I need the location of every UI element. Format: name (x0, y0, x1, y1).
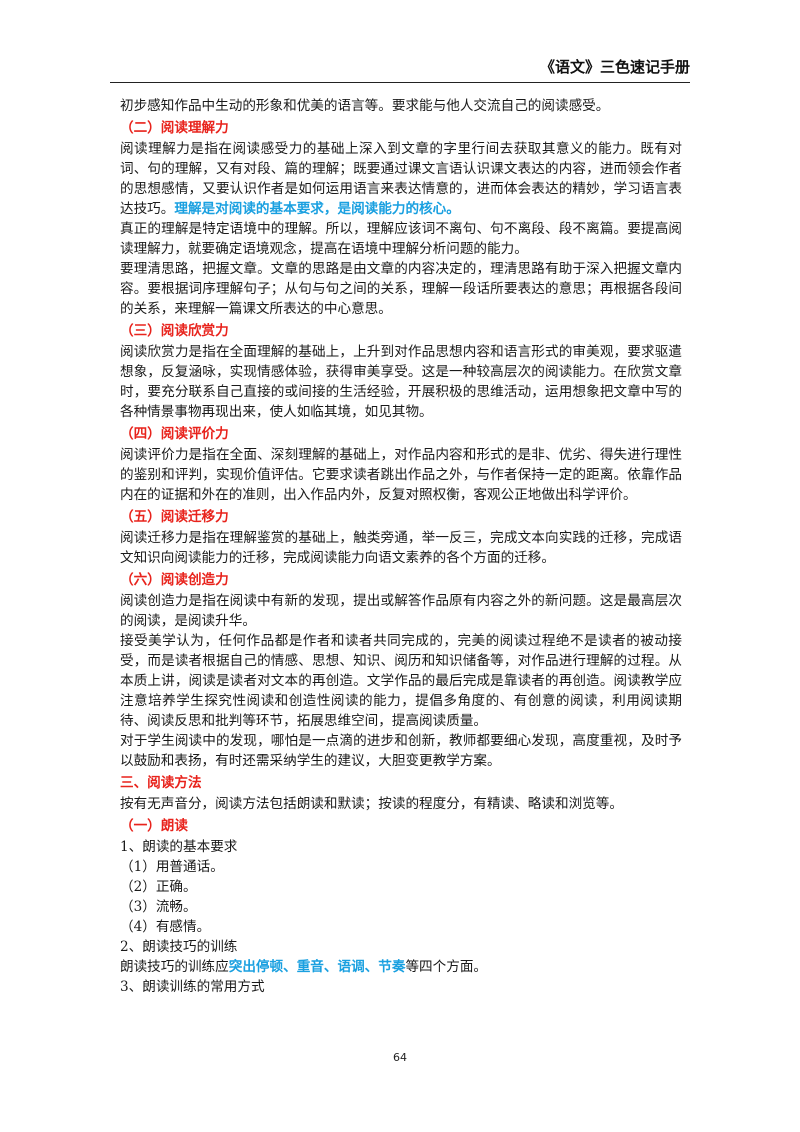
evaluation-paragraph: 阅读评价力是指在全面、深刻理解的基础上，对作品内容和形式的是非、优劣、得失进行理… (120, 447, 682, 503)
page-content: 初步感知作品中生动的形象和优美的语言等。要求能与他人交流自己的阅读感受。 （二）… (120, 96, 682, 997)
reading-methods-paragraph: 按有无声音分，阅读方法包括朗读和默读；按读的程度分，有精读、略读和浏览等。 (120, 796, 623, 812)
comprehension-paragraph-1: 阅读理解力是指在阅读感受力的基础上深入到文章的字里行间去获取其意义的能力。既有对… (120, 139, 682, 219)
section-heading-creativity: （六）阅读创造力 (120, 572, 229, 588)
section-heading-appreciation: （三）阅读欣赏力 (120, 323, 229, 339)
skills-highlight: 突出停顿、重音、语调、节奏 (228, 959, 406, 975)
skills-suffix: 等四个方面。 (405, 959, 488, 975)
page-number: 64 (393, 1051, 407, 1064)
creativity-paragraph-2: 接受美学认为，任何作品都是作者和读者共同完成的，完美的阅读过程绝不是读者的被动接… (120, 633, 682, 729)
appreciation-paragraph: 阅读欣赏力是指在全面理解的基础上，上升到对作品思想内容和语言形式的审美观，要求驱… (120, 344, 682, 420)
creativity-paragraph-3: 对于学生阅读中的发现，哪怕是一点滴的进步和创新，教师都要细心发现，高度重视，及时… (120, 733, 682, 769)
part-heading-reading-methods: 三、阅读方法 (120, 775, 202, 791)
requirement-item: （2）正确。 (120, 879, 197, 895)
comprehension-highlight: 理解是对阅读的基本要求，是阅读能力的核心。 (174, 201, 460, 217)
comprehension-paragraph-2: 真正的理解是特定语境中的理解。所以，理解应该词不离句、句不离段、段不离篇。要提高… (120, 221, 682, 257)
intro-paragraph: 初步感知作品中生动的形象和优美的语言等。要求能与他人交流自己的阅读感受。 (120, 98, 610, 114)
comprehension-text: 阅读理解力是指在阅读感受力的基础上深入到文章的字里行间去获取其意义的能力。既有对… (120, 141, 682, 217)
section-heading-transfer: （五）阅读迁移力 (120, 509, 229, 525)
requirement-item: （4）有感情。 (120, 919, 211, 935)
reading-aloud-item-1-title: 1、朗读的基本要求 (120, 839, 238, 855)
creativity-paragraph-1: 阅读创造力是指在阅读中有新的发现，提出或解答作品原有内容之外的新问题。这是最高层… (120, 593, 682, 629)
header-divider (110, 82, 690, 83)
section-heading-comprehension: （二）阅读理解力 (120, 120, 229, 136)
comprehension-paragraph-3: 要理清思路，把握文章。文章的思路是由文章的内容决定的，理清思路有助于深入把握文章… (120, 261, 682, 317)
reading-aloud-item-2-title: 2、朗读技巧的训练 (120, 939, 238, 955)
requirement-item: （3）流畅。 (120, 899, 197, 915)
document-header-title: 《语文》三色速记手册 (539, 58, 690, 76)
reading-aloud-item-3-title: 3、朗读训练的常用方式 (120, 979, 265, 995)
requirement-item: （1）用普通话。 (120, 859, 224, 875)
skills-prefix: 朗读技巧的训练应 (120, 959, 229, 975)
skills-paragraph: 朗读技巧的训练应突出停顿、重音、语调、节奏等四个方面。 (120, 957, 682, 977)
transfer-paragraph: 阅读迁移力是指在理解鉴赏的基础上，触类旁通，举一反三，完成文本向实践的迁移，完成… (120, 530, 682, 566)
section-heading-evaluation: （四）阅读评价力 (120, 426, 229, 442)
subsection-heading-reading-aloud: （一）朗读 (120, 818, 188, 834)
